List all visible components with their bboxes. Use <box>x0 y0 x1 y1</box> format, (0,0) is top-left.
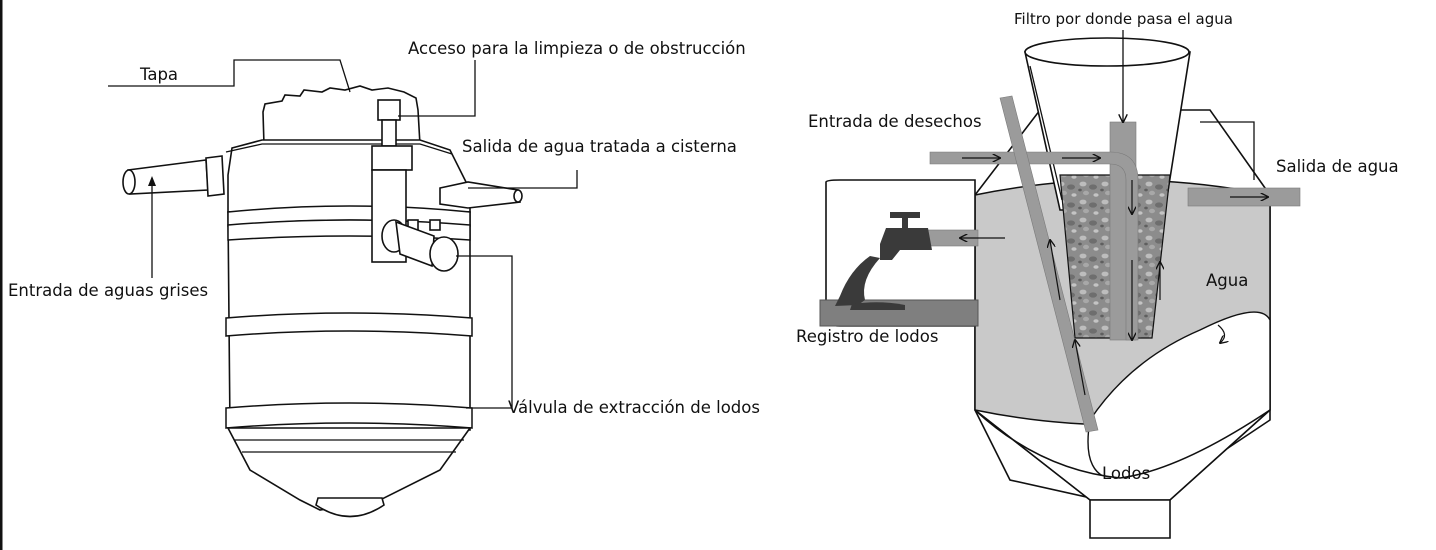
right-tank-drawing <box>819 30 1301 539</box>
waste-inlet-pipe <box>929 151 1139 341</box>
label-tapa: Tapa <box>139 65 178 84</box>
label-entrada-desechos: Entrada de desechos <box>808 112 982 131</box>
arrowhead-icon <box>148 176 156 186</box>
leader-tapa <box>108 59 351 93</box>
leader-salida-cisterna <box>468 170 578 189</box>
faucet-icon <box>880 212 932 260</box>
leader-acceso <box>398 60 476 117</box>
sludge-stream <box>835 256 880 306</box>
label-lodos: Lodos <box>1102 464 1150 483</box>
leader-valvula <box>456 255 513 409</box>
label-agua: Agua <box>1206 271 1248 290</box>
label-registro: Registro de lodos <box>796 327 938 346</box>
label-filtro: Filtro por donde pasa el agua <box>1014 10 1233 28</box>
tank-shoulder <box>227 139 471 213</box>
outlet-pipe <box>439 181 521 209</box>
inlet-pipe <box>122 155 225 197</box>
left-tank-drawing <box>108 59 578 518</box>
label-valvula: Válvula de extracción de lodos <box>508 398 760 417</box>
label-salida-agua: Salida de agua <box>1276 157 1399 176</box>
label-acceso: Acceso para la limpieza o de obstrucción <box>408 39 746 58</box>
sludge-valve <box>381 219 459 272</box>
label-entrada-grises: Entrada de aguas grises <box>8 281 208 300</box>
label-salida-cisterna: Salida de agua tratada a cisterna <box>462 137 737 156</box>
